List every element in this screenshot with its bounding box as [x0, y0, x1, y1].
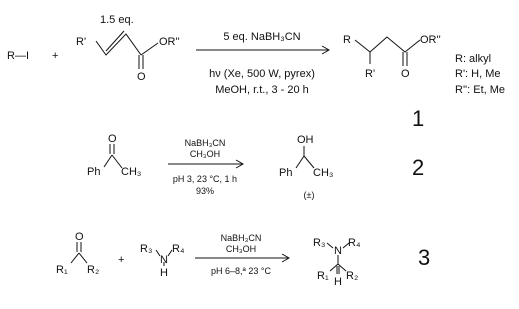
- carbonyl-methyl-bond: [111, 154, 123, 169]
- legend-r-prime: R': H, Me: [455, 68, 501, 80]
- amine-hydrogen-label: H: [160, 267, 168, 279]
- ph-carbonyl-bond: [103, 154, 113, 168]
- product-ester-label: OR'': [420, 34, 441, 46]
- reaction-3: O R₁ R₂ + R₃ N R₄ H NaBH₃CN CH₃OH pH 6–8…: [56, 231, 430, 288]
- product-hashed-h-bond: [336, 266, 340, 274]
- phenylethanol-structure: [295, 146, 315, 169]
- acrylate-ester-label: OR'': [159, 36, 180, 48]
- legend-r-double-prime: R'': Et, Me: [455, 84, 505, 96]
- reaction-1: R—I + 1.5 eq. R' OR'' O 5 eq. NaBH₃CN hν…: [7, 14, 505, 131]
- acrylate-bonds: [95, 33, 142, 56]
- product-hydrogen-label: H: [334, 276, 342, 288]
- reaction-1-conditions-line-1: hν (Xe, 500 W, pyrex): [209, 68, 315, 80]
- acrylate-structure: [95, 30, 159, 69]
- legend-r: R: alkyl: [455, 53, 491, 65]
- product-chain-bonds: [354, 36, 421, 53]
- amine-structure: [155, 249, 173, 266]
- product-r-label: R: [343, 34, 351, 46]
- reaction-1-number: 1: [412, 106, 424, 131]
- product-oxygen-label: O: [401, 68, 410, 80]
- product-r3-bond: [326, 242, 334, 249]
- product-r2-label: R₂: [346, 270, 358, 282]
- amine-nitrogen-label: N: [160, 254, 168, 266]
- product-r2-bond: [337, 263, 347, 272]
- alcohol-ph-label: Ph: [279, 167, 292, 179]
- acetophenone-ph-label: Ph: [87, 166, 100, 178]
- acetophenone-oxygen-label: O: [108, 133, 117, 145]
- reaction-2-arrowhead: [235, 159, 245, 169]
- reaction-3-conditions: pH 6–8,ª 23 °C: [211, 266, 271, 276]
- reaction-2-number: 2: [412, 155, 424, 180]
- reaction-1-reagent: 5 eq. NaBH₃CN: [223, 31, 300, 43]
- reaction-2-reagent-2: CH₃OH: [190, 149, 220, 159]
- reaction-3-arrowhead: [281, 253, 291, 263]
- product-r3-label: R₃: [313, 237, 325, 249]
- alcohol-ph-bond: [295, 155, 305, 169]
- amine-r3-label: R₃: [140, 243, 152, 255]
- ketone-r1-label: R₁: [56, 264, 68, 276]
- amine-r4-bond: [167, 249, 173, 257]
- product-r1-label: R₁: [317, 270, 329, 282]
- reaction-2: O Ph CH₃ NaBH₃CN CH₃OH pH 3, 23 °C, 1 h …: [87, 133, 424, 200]
- acetophenone-structure: [103, 144, 123, 169]
- reaction-3-reagent-1: NaBH₃CN: [221, 233, 262, 243]
- alcohol-methyl-label: CH₃: [313, 167, 333, 179]
- product-r4-bond: [342, 242, 350, 249]
- amine-r4-label: R₄: [172, 243, 185, 255]
- alcohol-methyl-bond: [303, 155, 315, 169]
- ketone-r2-bond: [78, 252, 88, 264]
- reaction-3-number: 3: [418, 245, 430, 270]
- racemic-label: (±): [304, 190, 315, 200]
- reaction-1-arrowhead: [321, 45, 331, 55]
- amine-product-structure: [326, 242, 350, 274]
- product-r1-bond: [329, 263, 339, 272]
- reaction-2-reagent-1: NaBH₃CN: [185, 138, 226, 148]
- product-r-prime-label: R': [365, 68, 375, 80]
- reaction-3-reagent-2: CH₃OH: [226, 244, 256, 254]
- ketone-r2-label: R₂: [87, 264, 99, 276]
- amine-r3-bond: [155, 249, 161, 257]
- ketone-oxygen-label: O: [75, 231, 84, 243]
- acrylate-double-bond: [105, 30, 125, 52]
- reaction-1-conditions-line-2: MeOH, r.t., 3 - 20 h: [215, 84, 309, 96]
- equivalents-label: 1.5 eq.: [100, 14, 134, 26]
- product-r4-label: R₄: [348, 237, 361, 249]
- reaction-2-conditions: pH 3, 23 °C, 1 h: [173, 174, 237, 184]
- reaction-2-yield: 93%: [196, 186, 214, 196]
- ester-bond: [140, 42, 159, 56]
- reaction-1-plus: +: [52, 50, 58, 62]
- alkyl-iodide-label: R—I: [7, 50, 29, 62]
- acrylate-r-prime-label: R': [76, 36, 86, 48]
- ester-product-structure: [354, 36, 421, 66]
- alcohol-oh-label: OH: [297, 134, 314, 146]
- ketone-structure: [70, 242, 88, 264]
- acetophenone-methyl-label: CH₃: [121, 166, 141, 178]
- product-nitrogen-label: N: [334, 245, 342, 257]
- acrylate-oxygen-label: O: [137, 71, 146, 83]
- reaction-3-plus: +: [118, 254, 124, 266]
- ketone-r1-bond: [70, 252, 80, 264]
